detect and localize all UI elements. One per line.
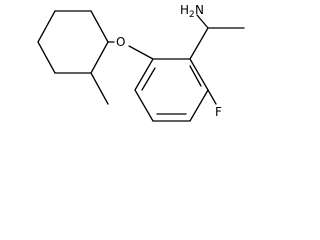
molecule-structure: O H 2 N F: [37, 3, 245, 122]
o-c-bond-aryl: [128, 45, 154, 60]
methyl-bond: [90, 72, 109, 105]
benzene-double-bond: [141, 67, 156, 91]
oxygen-label: O: [116, 35, 125, 49]
benzene-ring: [134, 58, 209, 122]
benzene-double-bond: [189, 65, 202, 87]
amine-h-label: H: [180, 3, 189, 17]
cyclohexane-bond: [90, 10, 109, 43]
benzene-bond: [189, 89, 209, 122]
benzene-bond: [134, 58, 154, 91]
aryl-ch-bond: [189, 27, 209, 60]
c-f-bond: [207, 89, 217, 105]
amine-h-count-label: 2: [189, 10, 195, 20]
amine-label: H 2 N: [180, 3, 204, 20]
cyclohexane-bond: [37, 10, 56, 43]
cyclohexane-ring: [37, 10, 109, 74]
ch-n-bond: [196, 14, 209, 29]
cyclohexane-bond: [90, 41, 109, 74]
benzene-bond: [134, 89, 154, 122]
benzene-bond: [189, 58, 209, 91]
fluorine-label: F: [215, 105, 222, 119]
cyclohexane-bond: [37, 41, 56, 74]
amine-n-label: N: [195, 3, 204, 17]
